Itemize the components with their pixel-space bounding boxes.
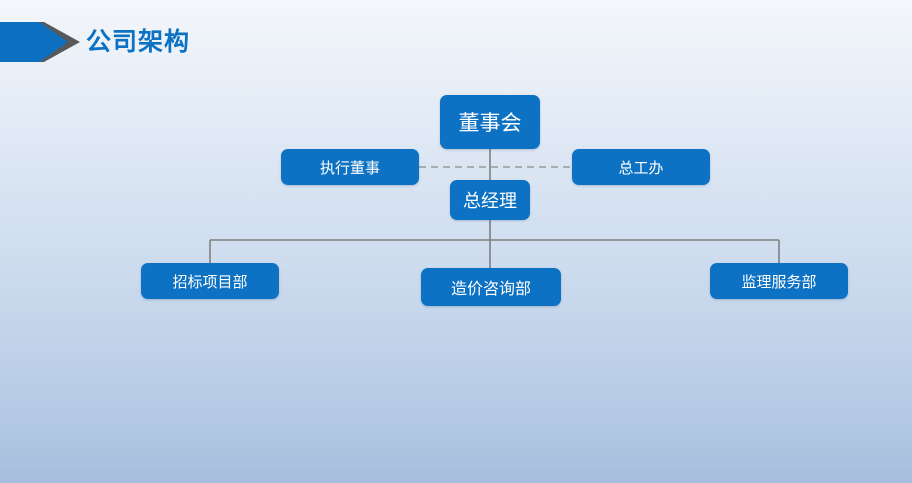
page-title: 公司架构 [86,27,191,56]
org-node-chief[interactable]: 总工办 [572,149,710,185]
org-node-supervisor[interactable]: 监理服务部 [710,263,848,299]
org-node-bid[interactable]: 招标项目部 [141,263,279,299]
title-banner: 公司架构 [0,22,230,62]
org-node-cost[interactable]: 造价咨询部 [421,268,561,306]
org-node-board[interactable]: 董事会 [440,95,540,149]
org-node-exec[interactable]: 执行董事 [281,149,419,185]
org-node-gm[interactable]: 总经理 [450,180,530,220]
